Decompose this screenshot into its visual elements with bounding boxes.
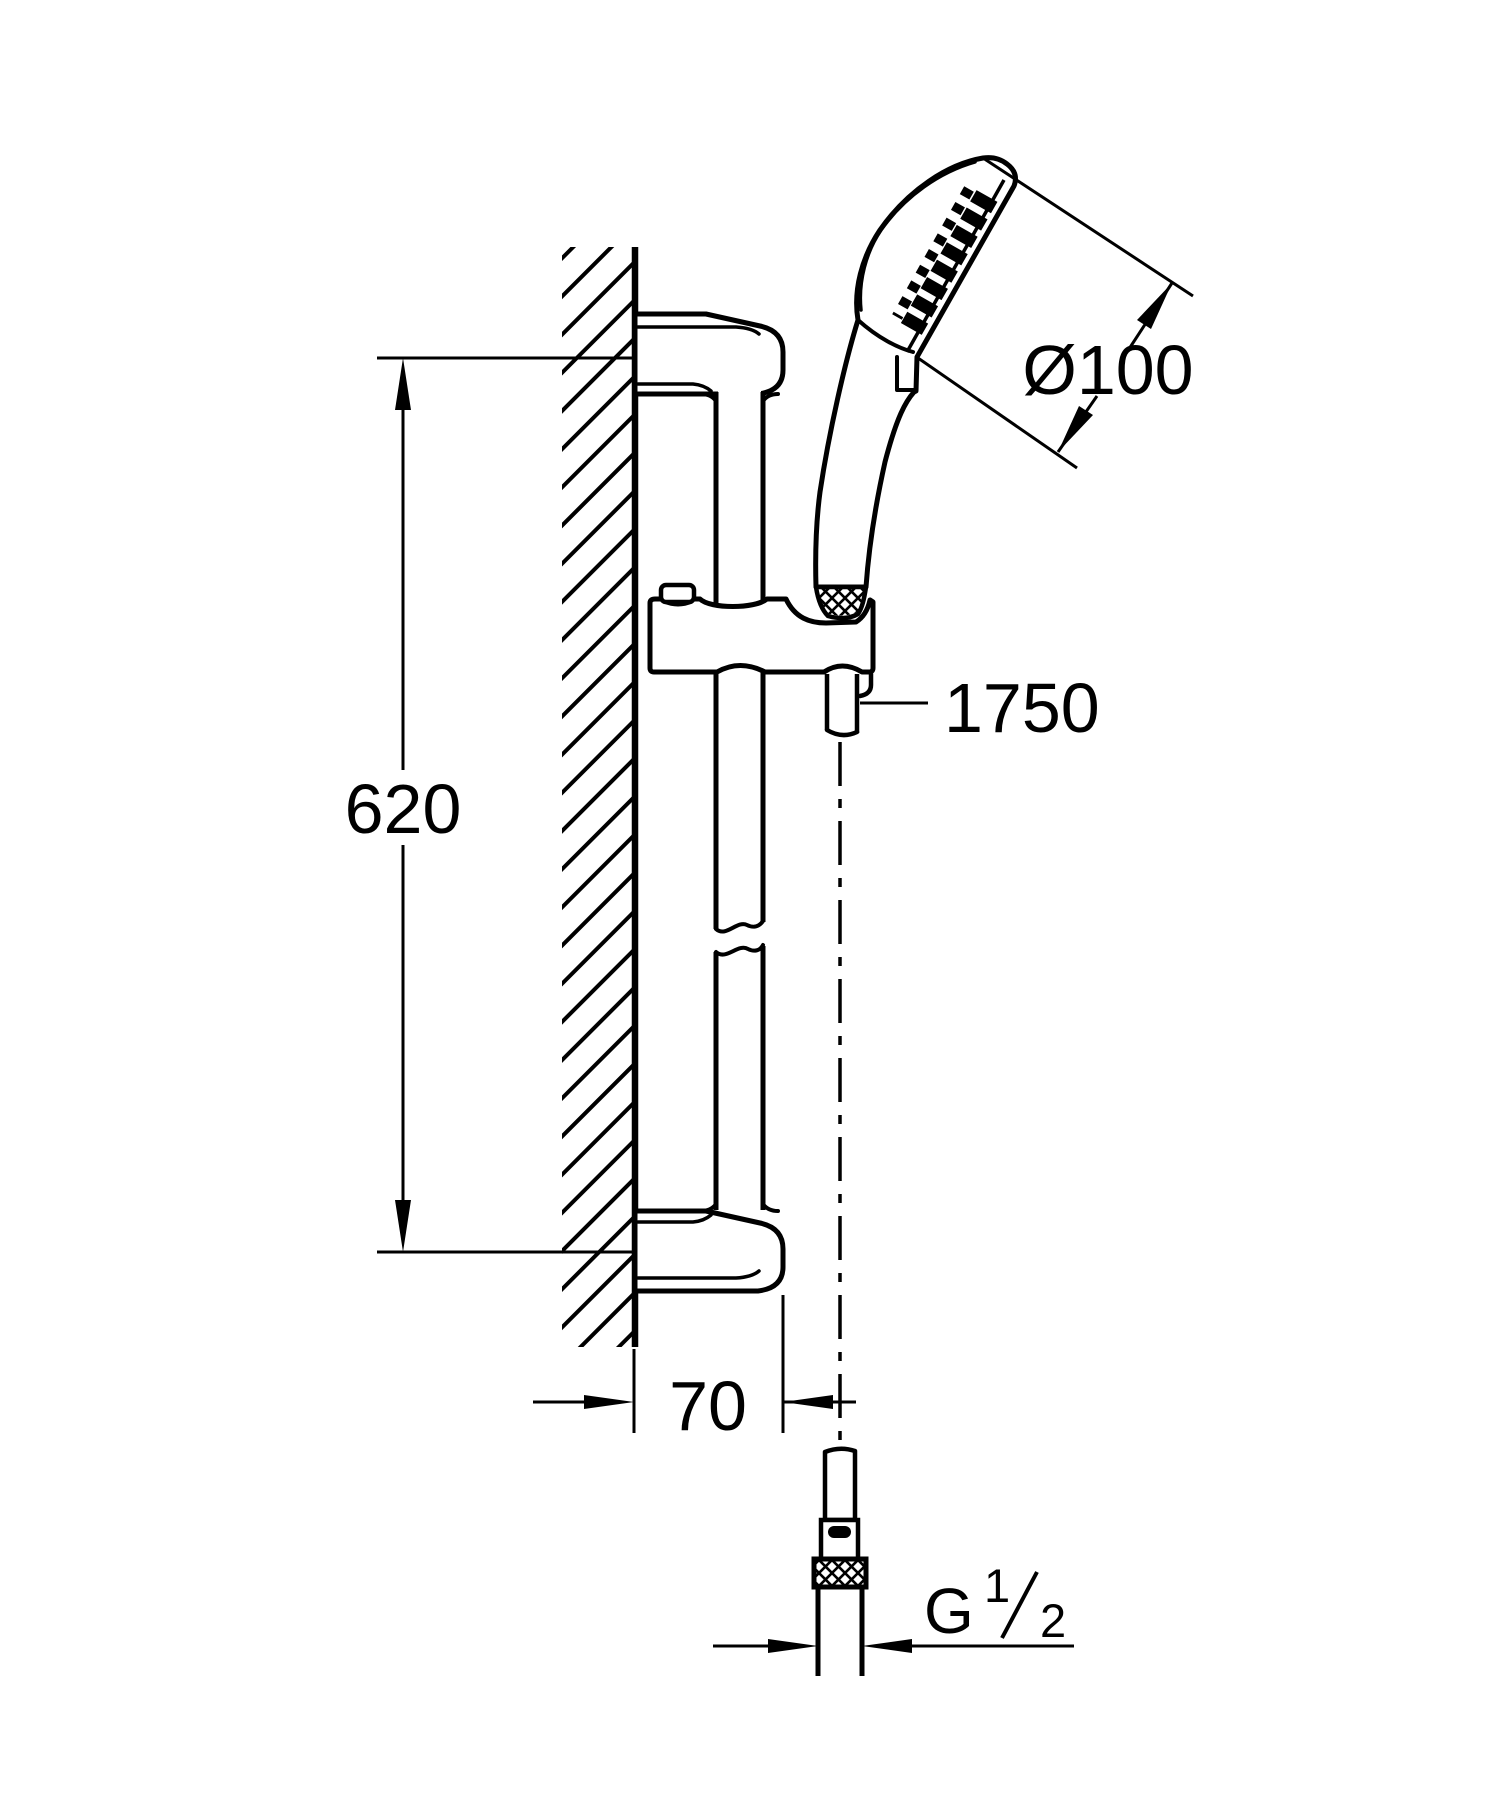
bottom-bracket-inner-top-line bbox=[636, 1213, 713, 1224]
wall-offset-label: 70 bbox=[669, 1367, 747, 1445]
arrow-down-icon bbox=[395, 1200, 411, 1252]
rail-top-fillets bbox=[699, 392, 780, 403]
hose-connector bbox=[811, 1446, 869, 1676]
ext-line-upper bbox=[982, 156, 1194, 298]
dimension-rail-height: 620 bbox=[345, 356, 633, 1254]
arrow-lower-icon bbox=[1058, 406, 1093, 452]
head-inlet-notch bbox=[895, 355, 916, 392]
slider-lock-button-lip bbox=[662, 600, 694, 607]
slider-assembly bbox=[647, 582, 876, 738]
connector-tube bbox=[822, 1446, 858, 1523]
slider-lock-button bbox=[658, 582, 697, 605]
arrow-up-icon bbox=[395, 358, 411, 410]
ext-line-lower bbox=[917, 356, 1078, 470]
thread-numerator: 1 bbox=[984, 1559, 1010, 1612]
dimension-wall-offset: 70 bbox=[533, 1295, 856, 1445]
bottom-bracket-inner-bottom-line bbox=[636, 1269, 761, 1280]
top-bracket-inner-bottom-line bbox=[636, 382, 713, 393]
rail-break-lower-wave bbox=[714, 943, 765, 957]
shower-rail-lower bbox=[713, 943, 766, 1210]
arrow-right-icon bbox=[768, 1639, 818, 1653]
rail-lower-fill bbox=[718, 950, 761, 1210]
rail-bottom-fillets bbox=[699, 1202, 780, 1213]
bottom-bracket bbox=[632, 1208, 786, 1294]
bottom-bracket-body bbox=[632, 1208, 786, 1294]
hose-outlet-collar bbox=[857, 671, 874, 699]
arrow-left-icon bbox=[783, 1395, 833, 1409]
dimension-hose-length: 1750 bbox=[860, 669, 1100, 747]
thread-dimension: G 1 2 bbox=[713, 1559, 1074, 1653]
spray-nozzle-band-outer bbox=[898, 190, 998, 339]
slider-body bbox=[647, 596, 876, 675]
connector-nut-knurl bbox=[816, 1561, 864, 1585]
thread-letter: G bbox=[924, 1575, 974, 1647]
connector-slot bbox=[828, 1526, 851, 1538]
rail-height-label: 620 bbox=[345, 770, 462, 848]
hose-outlet bbox=[824, 671, 874, 738]
hose-outlet-bottom-edge bbox=[824, 727, 860, 738]
arrow-right-icon bbox=[584, 1395, 634, 1409]
spray-nozzle-band-inner bbox=[892, 186, 974, 320]
connector-body bbox=[818, 1517, 861, 1562]
rail-break-upper-wave bbox=[714, 919, 765, 934]
arrow-left-icon bbox=[862, 1639, 912, 1653]
top-bracket bbox=[632, 311, 786, 397]
fraction-slash bbox=[1000, 1571, 1039, 1639]
arrow-upper-icon bbox=[1137, 283, 1172, 329]
hand-shower bbox=[813, 155, 1018, 590]
top-bracket-inner-top-line bbox=[636, 325, 761, 336]
cone-nut-knurl bbox=[818, 589, 864, 616]
handle-cone-nut bbox=[813, 584, 869, 621]
hose-length-label: 1750 bbox=[944, 669, 1100, 747]
head-diameter-label: Ø100 bbox=[1022, 331, 1193, 409]
dimension-head-diameter: Ø100 bbox=[917, 156, 1194, 470]
wall-hatch bbox=[562, 247, 635, 1347]
head-back-rim-line bbox=[858, 160, 977, 312]
hose-outlet-fill bbox=[829, 674, 855, 730]
thread-denominator: 2 bbox=[1040, 1594, 1066, 1647]
